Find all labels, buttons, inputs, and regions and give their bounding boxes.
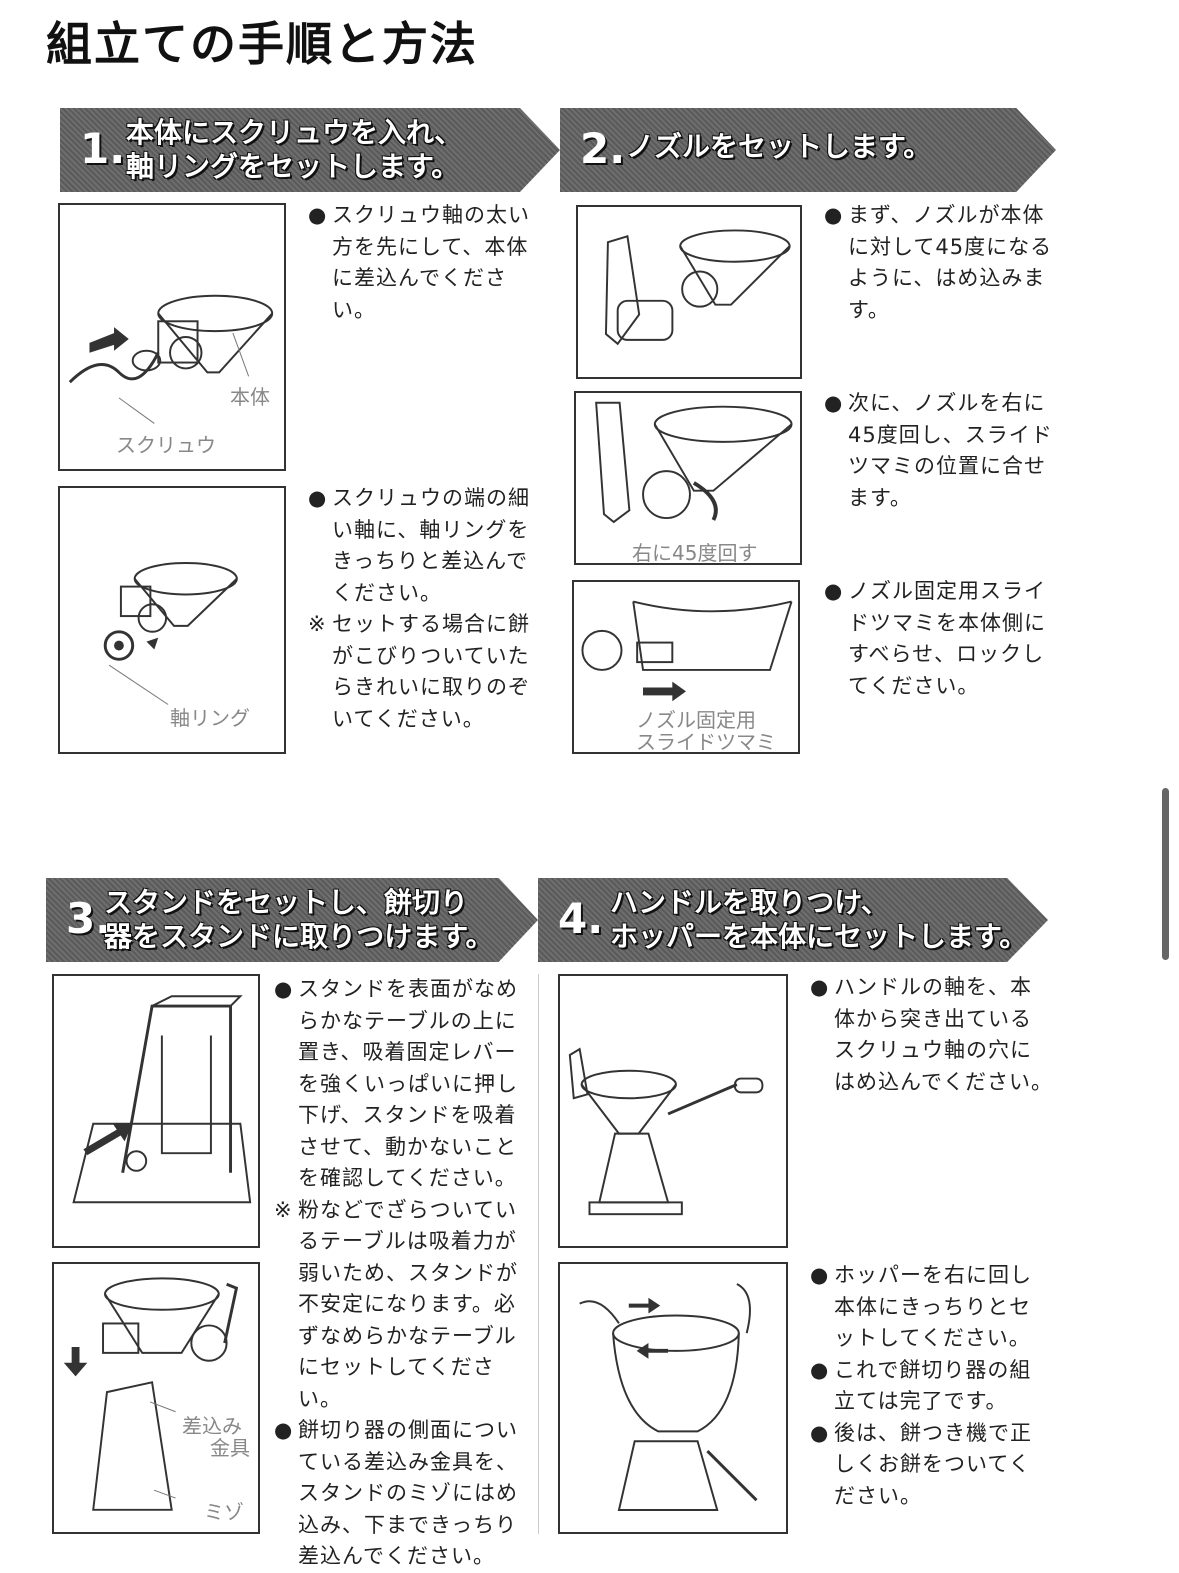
bullet: ● xyxy=(824,391,844,415)
screw-insert-illustration xyxy=(68,294,274,424)
nozzle-45deg-illustration xyxy=(604,229,791,346)
step-1-heading-line2: 軸リングをセットします。 xyxy=(126,150,460,183)
nozzle-lock-illustration xyxy=(581,600,793,702)
stand-illustration xyxy=(72,995,252,1204)
label-main-body: 本体 xyxy=(230,385,270,409)
step-1-heading: 本体にスクリュウを入れ、 軸リングをセットします。 xyxy=(126,116,462,184)
step-3-banner: 3. スタンドをセットし、餅切り 器をスタンドに取りつけます。 xyxy=(46,878,538,962)
step-2-text-2: ●次に、ノズルを右に 45度回し、スライド ツマミの位置に合せ ます。 xyxy=(824,388,1064,514)
step-4-instruction-3: これで餅切り器の組 立ては完了です。 xyxy=(834,1357,1032,1414)
step-1-banner: 1. 本体にスクリュウを入れ、 軸リングをセットします。 xyxy=(60,108,560,192)
step-4-banner: 4. ハンドルを取りつけ、 ホッパーを本体にセットします。 xyxy=(538,878,1048,962)
step-2-instruction-2: 次に、ノズルを右に 45度回し、スライド ツマミの位置に合せ ます。 xyxy=(848,391,1053,510)
step-4-text-1: ●ハンドルの軸を、本 体から突き出ている スクリュウ軸の穴に はめ込んでください… xyxy=(810,972,1060,1098)
step-2-figure-3: ノズル固定用 スライドツマミ xyxy=(572,580,800,754)
bullet: ● xyxy=(308,486,328,510)
nozzle-rotate-illustration xyxy=(595,401,793,524)
step-1-text-2: ●スクリュウの端の細 い軸に、軸リングを きっちりと差込んで ください。 ※セッ… xyxy=(308,483,548,735)
step-3-note: 粉などでざらついてい るテーブルは吸着力が 弱いため、スタンドが 不安定になりま… xyxy=(298,1197,518,1411)
step-2-number: 2. xyxy=(580,124,626,173)
step-4-heading: ハンドルを取りつけ、 ホッパーを本体にセットします。 xyxy=(610,886,1027,954)
label-fitting: 金具 xyxy=(210,1436,250,1460)
step-3-instruction-1: スタンドを表面がなめ らかなテーブルの上に 置き、吸着固定レバー を強くいっぱい… xyxy=(298,977,518,1190)
step-1-heading-line1: 本体にスクリュウを入れ、 xyxy=(126,116,463,149)
step-4-instruction-1: ハンドルの軸を、本 体から突き出ている スクリュウ軸の穴に はめ込んでください。 xyxy=(834,975,1053,1094)
label-screw: スクリュウ xyxy=(116,433,216,457)
step-2-instruction-1: まず、ノズルが本体 に対して45度になる ように、はめ込みま す。 xyxy=(848,203,1053,322)
step-1-instruction-2: スクリュウの端の細 い軸に、軸リングを きっちりと差込んで ください。 xyxy=(332,486,530,605)
divider xyxy=(538,974,539,1534)
bullet: ● xyxy=(824,579,844,603)
page-title: 組立ての手順と方法 xyxy=(46,17,478,71)
label-insert: 差込み xyxy=(182,1414,242,1438)
step-3-heading: スタンドをセットし、餅切り 器をスタンドに取りつけます。 xyxy=(104,886,493,954)
step-1-number: 1. xyxy=(80,124,126,173)
step-4-figure-handle xyxy=(558,974,788,1248)
step-2-text-1: ●まず、ノズルが本体 に対して45度になる ように、はめ込みま す。 xyxy=(824,200,1064,326)
ring-insert-illustration xyxy=(103,562,238,705)
bullet: ● xyxy=(274,977,294,1001)
step-4-heading-line2: ホッパーを本体にセットします。 xyxy=(610,920,1028,953)
label-rotate-45: 右に45度回す xyxy=(632,541,758,565)
hopper-illustration xyxy=(579,1283,758,1511)
bullet: ● xyxy=(810,1420,830,1445)
step-3-heading-line1: スタンドをセットし、餅切り xyxy=(104,886,469,919)
step-4-heading-line1: ハンドルを取りつけ、 xyxy=(610,886,889,919)
step-2-banner: 2. ノズルをセットします。 xyxy=(560,108,1056,192)
label-shaft-ring: 軸リング xyxy=(170,706,250,730)
step-4-text-2: ●ホッパーを右に回し 本体にきっちりとセ ットしてください。 ●これで餅切り器の… xyxy=(810,1260,1060,1512)
step-4-instruction-2: ホッパーを右に回し 本体にきっちりとセ ットしてください。 xyxy=(834,1263,1032,1350)
step-1-note: セットする場合に餅 がこびりついていた らきれいに取りのぞ いてください。 xyxy=(332,612,530,731)
bullet: ● xyxy=(274,1418,294,1442)
bullet: ● xyxy=(308,203,328,227)
bullet: ● xyxy=(810,1263,830,1287)
mount-on-stand-illustration xyxy=(63,1277,239,1511)
note-mark: ※ xyxy=(308,612,327,636)
label-slide-knob: スライドツマミ xyxy=(636,730,776,754)
handle-illustration xyxy=(568,1047,764,1216)
step-3-figure-stand xyxy=(52,974,260,1248)
step-2-figure-1 xyxy=(576,205,802,379)
step-3-text-1: ●スタンドを表面がなめ らかなテーブルの上に 置き、吸着固定レバー を強くいっぱ… xyxy=(274,974,536,1573)
note-mark: ※ xyxy=(274,1197,293,1222)
step-1-figure-screw: 本体 スクリュウ xyxy=(58,203,286,471)
label-nozzle-fixing: ノズル固定用 xyxy=(636,708,756,732)
bullet: ● xyxy=(810,975,830,999)
step-2-instruction-3: ノズル固定用スライ ドツマミを本体側に すべらせ、ロックし てください。 xyxy=(848,579,1046,698)
step-4-figure-hopper xyxy=(558,1262,788,1534)
step-1-text-1: ●スクリュウ軸の太い 方を先にして、本体 に差込んでください。 xyxy=(308,200,548,326)
step-3-figure-mount: 差込み 金具 ミゾ xyxy=(52,1262,260,1534)
step-4-instruction-4: 後は、餅つき機で正 しくお餅をついてく ださい。 xyxy=(834,1420,1032,1508)
scrollbar-thumb[interactable] xyxy=(1162,788,1169,960)
step-3-heading-line2: 器をスタンドに取りつけます。 xyxy=(104,920,494,953)
label-groove: ミゾ xyxy=(204,1500,244,1524)
step-1-instruction-1: スクリュウ軸の太い 方を先にして、本体 に差込んでください。 xyxy=(332,203,530,322)
step-2-text-3: ●ノズル固定用スライ ドツマミを本体側に すべらせ、ロックし てください。 xyxy=(824,576,1064,702)
step-1-figure-ring: 軸リング xyxy=(58,486,286,754)
step-3-number: 3. xyxy=(66,894,112,943)
step-2-heading: ノズルをセットします。 xyxy=(626,130,932,163)
step-3-instruction-2: 餅切り器の側面につい ている差込み金具を、 スタンドのミゾにはめ 込み、下までき… xyxy=(298,1418,518,1568)
step-2-figure-2: 右に45度回す xyxy=(574,391,802,565)
bullet: ● xyxy=(824,203,844,227)
bullet: ● xyxy=(810,1357,830,1382)
step-4-number: 4. xyxy=(558,894,604,943)
